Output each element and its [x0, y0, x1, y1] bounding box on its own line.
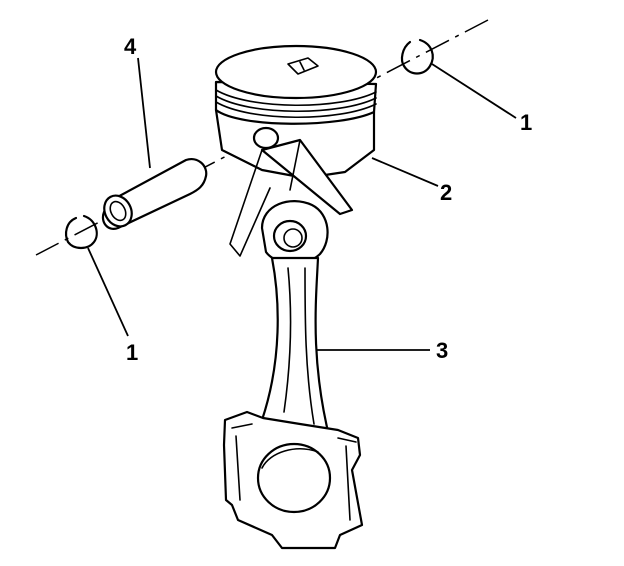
callout-connecting-rod: 3 — [436, 338, 448, 363]
connecting-rod — [222, 200, 364, 550]
leader-lines — [87, 57, 517, 351]
callout-retainer-right: 1 — [520, 110, 532, 135]
retainer-left — [65, 214, 98, 250]
callout-piston: 2 — [440, 180, 452, 205]
callout-piston-pin: 4 — [124, 34, 137, 59]
callout-labels: 1 2 3 4 1 — [124, 34, 532, 365]
piston — [214, 44, 378, 257]
piston-pin — [101, 158, 208, 230]
retainer-right — [400, 38, 434, 75]
callout-retainer-left: 1 — [126, 340, 138, 365]
small-end-bore — [272, 219, 308, 253]
